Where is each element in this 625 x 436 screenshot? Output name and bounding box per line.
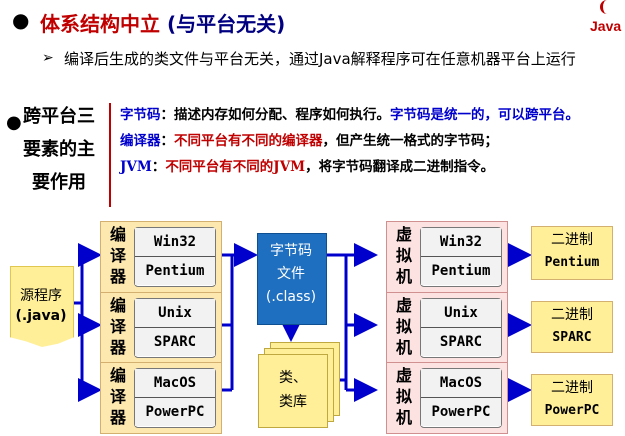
vm-label: 虚拟机 [392,365,416,428]
source-file-label: 源程序 (.java) [10,286,72,326]
binary-box-powerpc: 二进制 PowerPC [531,374,613,426]
vm-label: 虚拟机 [392,295,416,358]
binary-box-sparc: 二进制 SPARC [531,301,613,353]
bytecode-file-label: 字节码文件(.class) [257,240,325,309]
compiler-label: 编译器 [106,224,130,287]
vm-label: 虚拟机 [392,224,416,287]
binary-box-pentium: 二进制 Pentium [531,226,613,280]
library-label: 类、类库 [258,366,328,414]
compiler-label: 编译器 [106,365,130,428]
compiler-label: 编译器 [106,295,130,358]
